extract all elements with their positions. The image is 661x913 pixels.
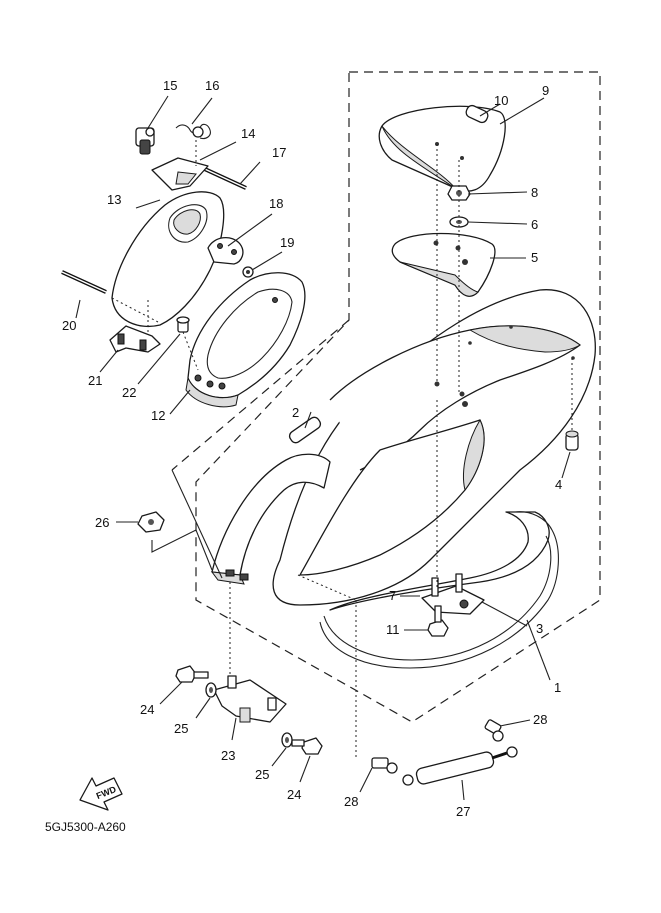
callout-19: 19	[280, 235, 294, 250]
seat-bracket-5	[391, 232, 496, 297]
washer-25-right	[281, 732, 293, 748]
callout-16: 16	[205, 78, 219, 93]
assembly-boundary-inner	[171, 319, 350, 471]
gas-strut-27	[402, 746, 518, 786]
callout-25a: 25	[174, 721, 188, 736]
callout-17: 17	[272, 145, 286, 160]
hinge-bracket-23	[213, 675, 287, 723]
screw-19	[242, 266, 254, 278]
callout-3: 3	[536, 621, 543, 636]
callout-18: 18	[269, 196, 283, 211]
rear-seat-part	[378, 104, 506, 192]
hinge-18	[207, 237, 244, 265]
main-seat-body	[272, 289, 596, 606]
callout-8: 8	[531, 185, 538, 200]
callout-7: 7	[389, 588, 396, 603]
callout-21: 21	[88, 373, 102, 388]
grommet-22	[176, 316, 190, 333]
nut-26	[137, 511, 165, 533]
callout-27: 27	[456, 804, 470, 819]
nut-8	[447, 185, 471, 201]
callout-6: 6	[531, 217, 538, 232]
rod-20	[61, 270, 107, 294]
latch-plate-14	[151, 157, 209, 191]
callout-26: 26	[95, 515, 109, 530]
damper-2	[288, 416, 322, 444]
callout-28b: 28	[344, 794, 358, 809]
callout-12: 12	[151, 408, 165, 423]
callout-24a: 24	[140, 702, 154, 717]
stopper-4	[565, 430, 579, 451]
bolt-24-left	[175, 665, 209, 683]
assembly-boundary	[195, 71, 601, 723]
callout-22: 22	[122, 385, 136, 400]
callout-15: 15	[163, 78, 177, 93]
callout-9: 9	[542, 83, 549, 98]
storage-lid-13	[111, 191, 225, 328]
callout-20: 20	[62, 318, 76, 333]
storage-bin-12	[185, 272, 306, 408]
callout-2: 2	[292, 405, 299, 420]
callout-1: 1	[554, 680, 561, 695]
latch-15	[135, 127, 155, 155]
front-frame	[210, 453, 331, 585]
ball-stud-28-upper	[484, 719, 504, 742]
bolt-11	[427, 605, 449, 637]
leader-lines	[75, 95, 571, 801]
diagram-code: 5GJ5300-A260	[45, 820, 126, 834]
callout-24b: 24	[287, 787, 301, 802]
spring-16	[175, 123, 211, 140]
callout-labels: 1 2 3 4 5 6 7 8 9 10 11 12 13 14 15 16 1…	[62, 78, 562, 819]
washer-25-left	[205, 682, 217, 698]
callout-13: 13	[107, 192, 121, 207]
callout-28a: 28	[533, 712, 547, 727]
callout-14: 14	[241, 126, 255, 141]
callout-10: 10	[494, 93, 508, 108]
callout-11: 11	[386, 622, 400, 637]
callout-25b: 25	[255, 767, 269, 782]
callout-5: 5	[531, 250, 538, 265]
assembly-guides	[147, 140, 573, 760]
callout-4: 4	[555, 477, 562, 492]
ball-stud-28-lower	[371, 757, 398, 774]
fwd-arrow-icon: FWD	[79, 777, 123, 811]
bolt-24-right	[291, 737, 323, 755]
callout-23: 23	[221, 748, 235, 763]
clip-bracket-21	[109, 325, 161, 353]
